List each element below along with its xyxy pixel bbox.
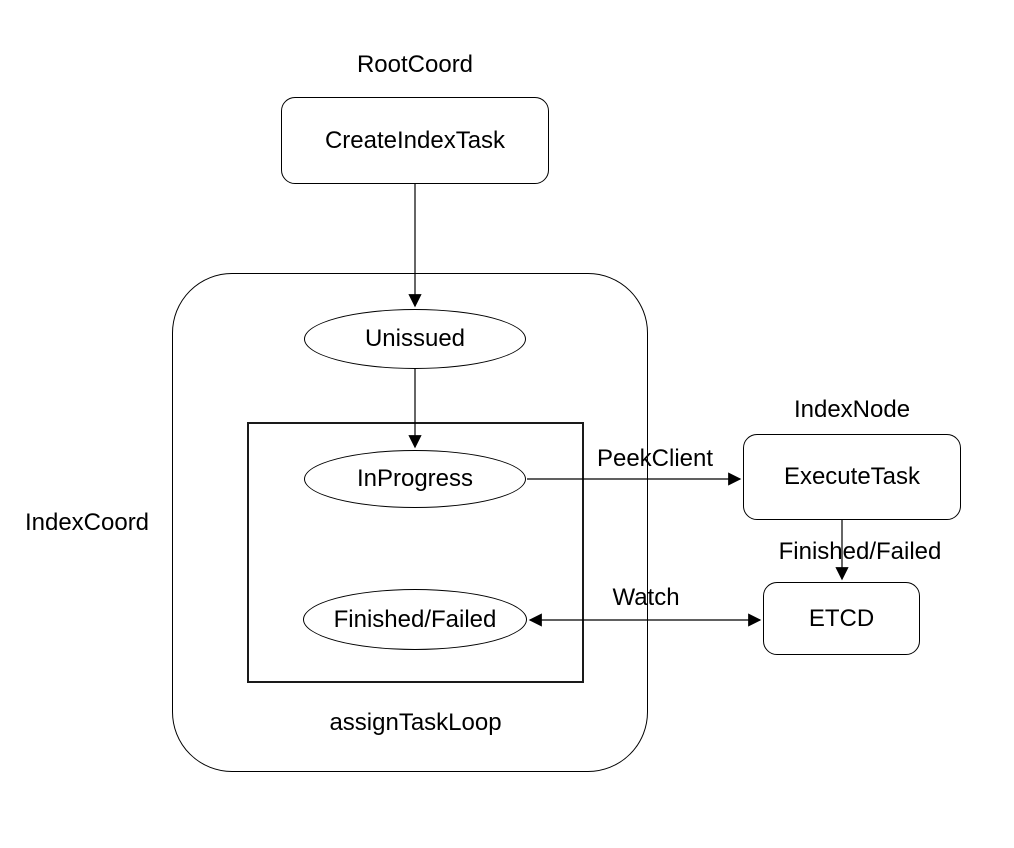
node-finished-failed-label: Finished/Failed — [333, 605, 497, 633]
index-node-group-label: IndexNode — [793, 396, 911, 423]
assign-task-loop-group-label: assignTaskLoop — [329, 709, 502, 736]
edge-label-finished-failed: Finished/Failed — [778, 538, 942, 565]
node-finished-failed: Finished/Failed — [303, 589, 527, 650]
edge-label-peek-client: PeekClient — [596, 445, 714, 472]
root-coord-group-label: RootCoord — [356, 51, 474, 78]
node-in-progress: InProgress — [304, 450, 526, 508]
edge-label-watch: Watch — [612, 584, 680, 611]
node-in-progress-label: InProgress — [356, 465, 474, 492]
node-unissued: Unissued — [304, 309, 526, 369]
node-etcd-label: ETCD — [808, 604, 875, 632]
node-create-index-task: CreateIndexTask — [281, 97, 549, 184]
node-etcd: ETCD — [763, 582, 920, 655]
index-coord-group-label: IndexCoord — [24, 509, 150, 536]
node-unissued-label: Unissued — [364, 325, 466, 352]
node-create-index-task-label: CreateIndexTask — [324, 126, 506, 154]
index-coord-group — [172, 273, 648, 772]
node-execute-task: ExecuteTask — [743, 434, 961, 520]
node-execute-task-label: ExecuteTask — [783, 463, 921, 490]
